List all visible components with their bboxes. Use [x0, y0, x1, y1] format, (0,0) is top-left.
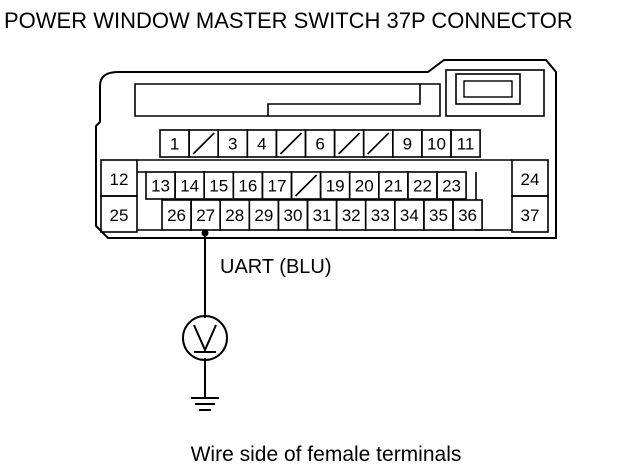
terminal-24: 24 — [521, 170, 540, 189]
terminal-number: 35 — [429, 206, 448, 225]
terminal-number: 14 — [180, 177, 199, 196]
unused-terminal-slash — [192, 132, 215, 155]
unused-terminal-slash — [279, 132, 303, 155]
terminal-cell — [450, 129, 481, 158]
terminal-number: 1 — [170, 135, 179, 154]
terminal-row-2: 13 14 15 16 17 19 20 21 22 23 — [137, 159, 512, 231]
terminal-number: 28 — [225, 206, 244, 225]
terminal-number: 29 — [254, 206, 273, 225]
terminal-number: 19 — [326, 177, 345, 196]
terminal-12: 12 — [110, 170, 129, 189]
voltmeter-icon — [182, 315, 228, 361]
terminal-25: 25 — [110, 206, 129, 225]
terminal-number: 22 — [413, 177, 432, 196]
terminal-37: 37 — [521, 206, 540, 225]
diagram-title: POWER WINDOW MASTER SWITCH 37P CONNECTOR — [4, 8, 573, 33]
terminal-number: 36 — [458, 206, 477, 225]
terminal-number: 9 — [403, 135, 412, 154]
unused-terminal-slash — [338, 132, 361, 155]
terminal-number: 11 — [457, 135, 475, 154]
terminal-number: 6 — [315, 135, 324, 154]
terminal-number: 10 — [427, 135, 446, 154]
terminal-number: 26 — [167, 206, 186, 225]
terminal-number: 3 — [228, 135, 237, 154]
terminal-number: 27 — [196, 206, 215, 225]
terminal-row-3: 26 27 28 29 30 31 32 33 34 35 36 — [161, 199, 483, 231]
terminal-number: 17 — [267, 177, 286, 196]
unused-terminal-slash — [367, 132, 390, 155]
terminal-number: 16 — [238, 177, 257, 196]
side-cells — [100, 159, 549, 233]
ground-icon — [191, 397, 219, 411]
unused-terminal-slash — [294, 174, 318, 197]
terminal-number: 4 — [257, 135, 266, 154]
caption: Wire side of female terminals — [191, 443, 462, 466]
terminal-number: 13 — [151, 177, 170, 196]
terminal-number: 31 — [313, 206, 332, 225]
terminal-number: 20 — [355, 177, 374, 196]
terminal-row-1: 1 3 4 6 9 10 11 — [159, 129, 481, 158]
terminal-number: 30 — [283, 206, 302, 225]
terminal-cell — [436, 171, 467, 200]
terminal-number: 15 — [209, 177, 228, 196]
connector-housing — [95, 59, 557, 239]
terminal-number: 21 — [384, 177, 403, 196]
terminal-cell — [452, 199, 483, 231]
terminal-number: 23 — [442, 177, 461, 196]
terminal-frame — [137, 159, 512, 231]
probe-wire — [201, 229, 209, 398]
probe-label: UART (BLU) — [220, 256, 332, 278]
terminal-number: 34 — [400, 206, 419, 225]
terminal-number: 33 — [371, 206, 390, 225]
terminal-number: 32 — [342, 206, 361, 225]
